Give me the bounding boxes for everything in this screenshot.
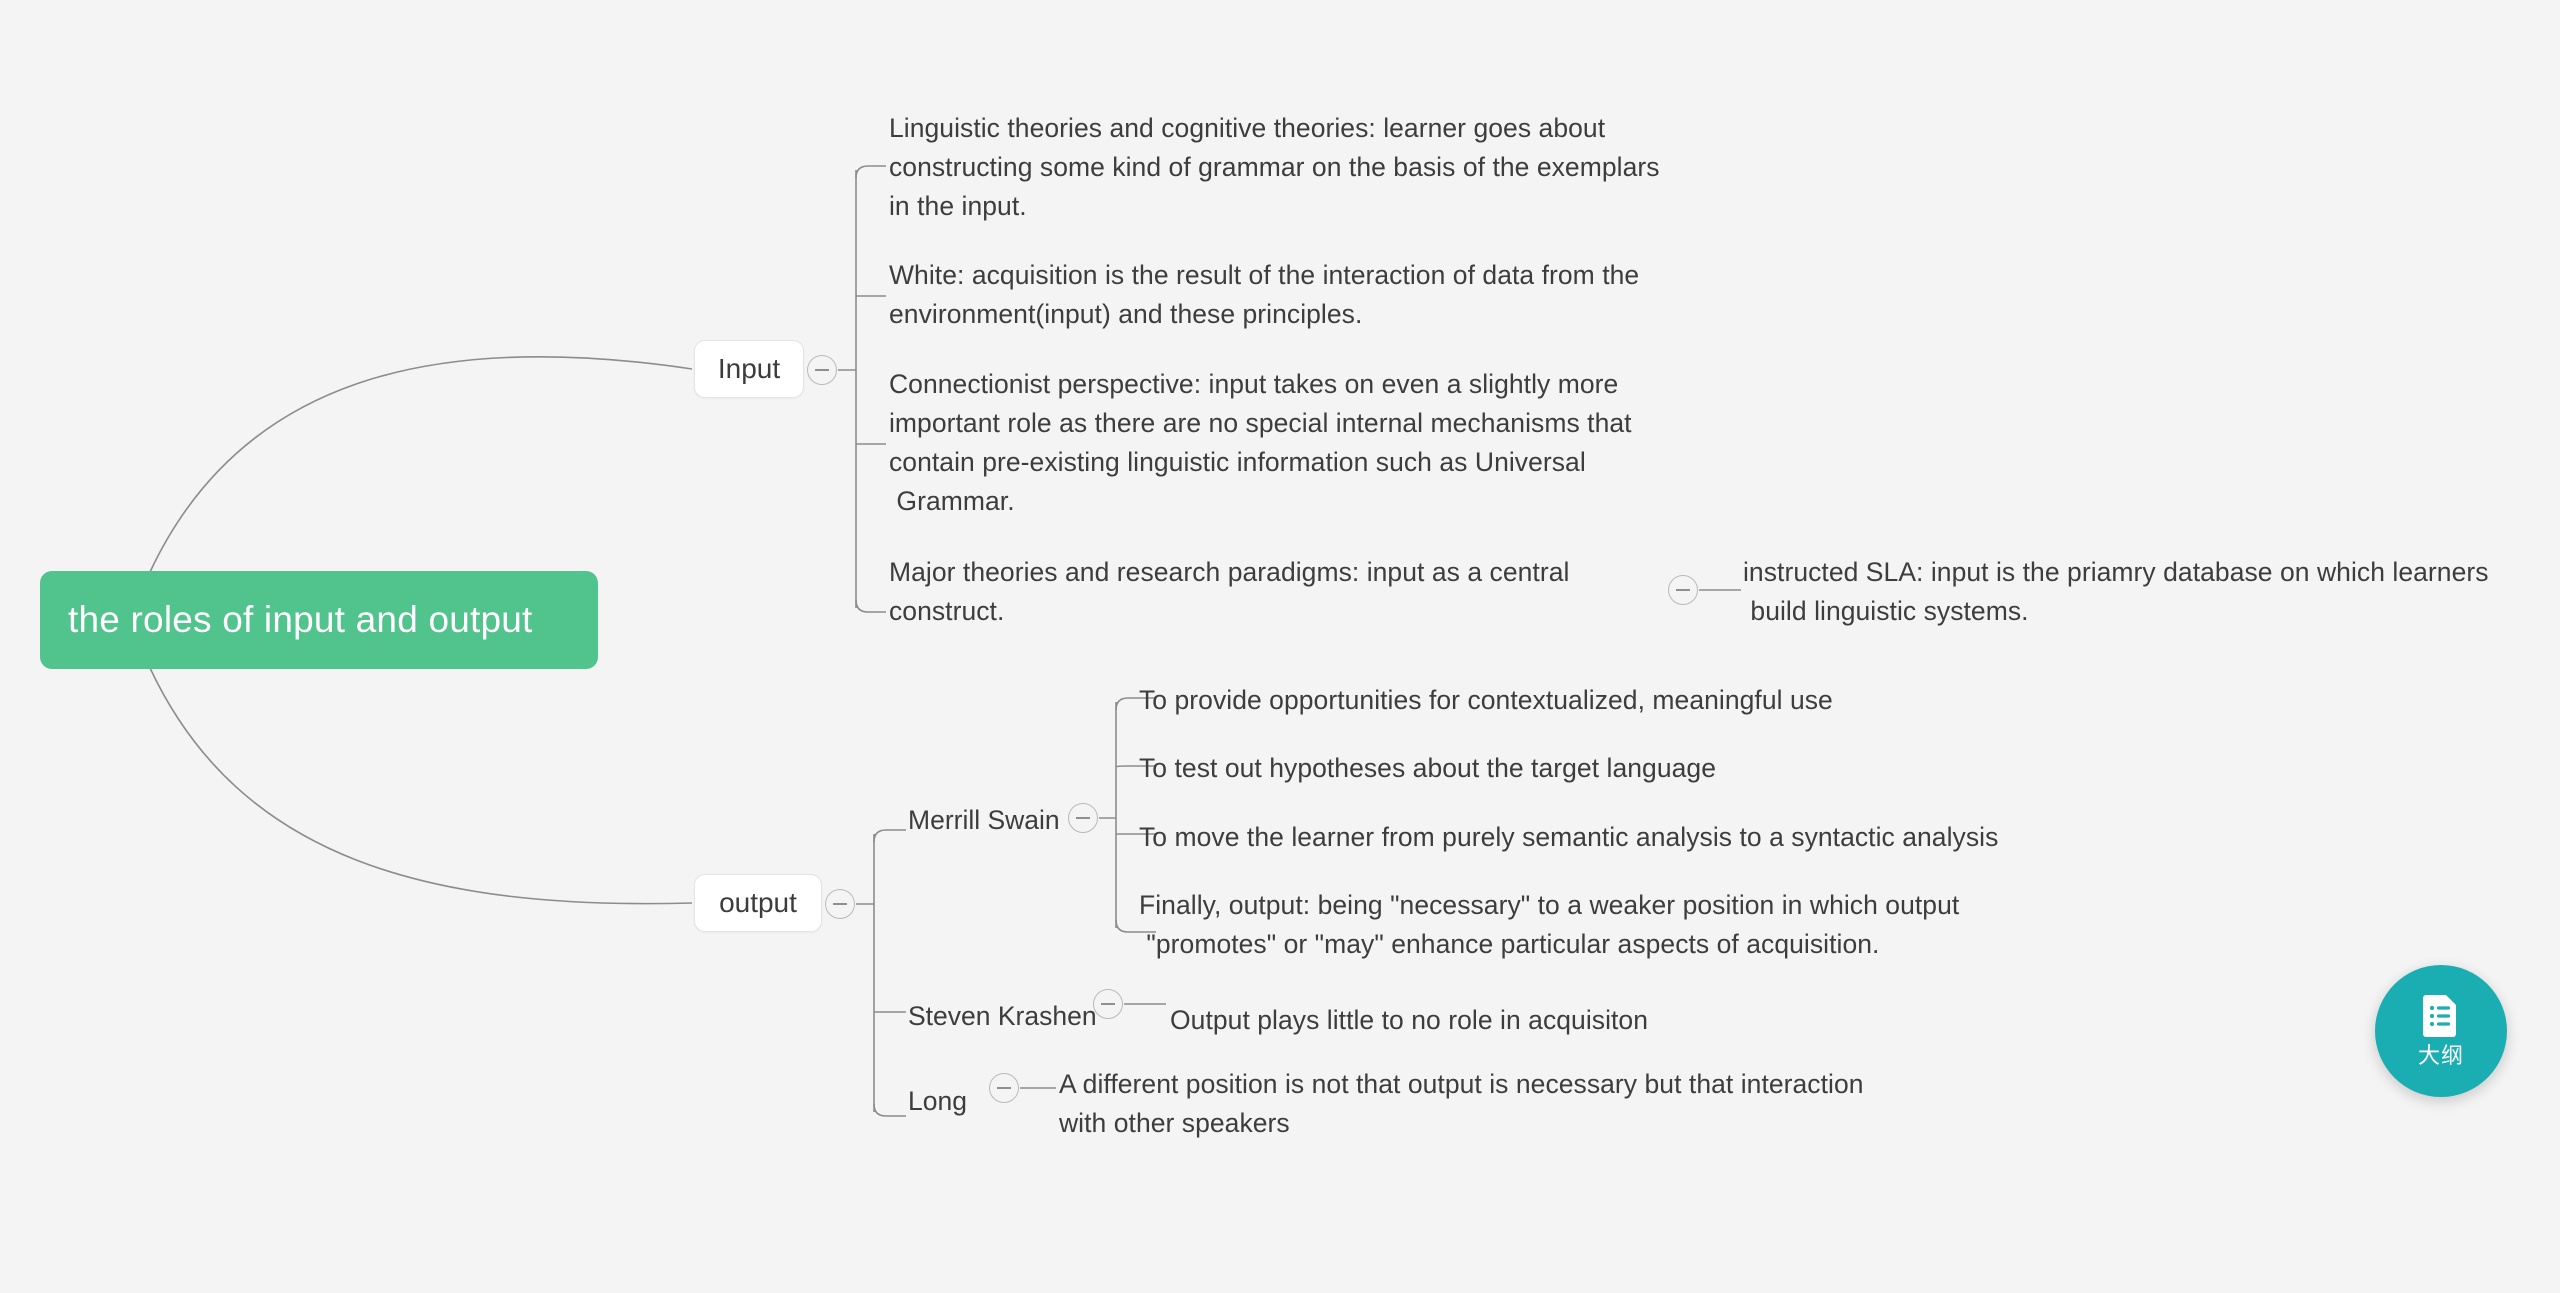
collapse-toggle-merrill-swain[interactable] <box>1068 803 1098 833</box>
node-long[interactable]: Long <box>908 1086 967 1116</box>
collapse-toggle-output[interactable] <box>825 889 855 919</box>
node-merrill-swain[interactable]: Merrill Swain <box>908 805 1060 835</box>
collapse-toggle-long[interactable] <box>989 1073 1019 1103</box>
node-connectionist-perspective[interactable]: Connectionist perspective: input takes o… <box>889 369 1632 516</box>
root-node[interactable]: the roles of input and output <box>40 571 598 669</box>
node-instructed-sla[interactable]: instructed SLA: input is the priamry dat… <box>1743 557 2489 626</box>
collapse-toggle-major-theories[interactable] <box>1668 575 1698 605</box>
outline-document-icon <box>2423 994 2456 1037</box>
node-krashen-output-little-role[interactable]: Output plays little to no role in acquis… <box>1170 1005 1648 1035</box>
link-input-c4 <box>855 599 886 613</box>
node-swain-provide-opportunities[interactable]: To provide opportunities for contextuali… <box>1139 685 1833 715</box>
node-swain-finally-output[interactable]: Finally, output: being "necessary" to a … <box>1139 890 1960 959</box>
branch-node-input[interactable]: Input <box>694 340 804 398</box>
outline-fab-label: 大纲 <box>2417 1042 2464 1068</box>
node-steven-krashen[interactable]: Steven Krashen <box>908 1001 1097 1031</box>
outline-fab-button[interactable]: 大纲 <box>2375 965 2507 1097</box>
node-linguistic-theories[interactable]: Linguistic theories and cognitive theori… <box>889 113 1660 221</box>
branch-node-output[interactable]: output <box>694 874 822 932</box>
node-swain-semantic-to-syntactic[interactable]: To move the learner from purely semantic… <box>1139 822 1999 852</box>
link-output-c1 <box>873 829 906 843</box>
node-white-acquisition[interactable]: White: acquisition is the result of the … <box>889 260 1640 329</box>
link-root-output <box>149 667 693 905</box>
collapse-toggle-input[interactable] <box>807 355 837 385</box>
collapse-toggle-steven-krashen[interactable] <box>1093 989 1123 1019</box>
link-output-c3 <box>873 1103 906 1117</box>
link-input-c1 <box>855 165 886 179</box>
node-major-theories[interactable]: Major theories and research paradigms: i… <box>889 557 1570 626</box>
node-long-different-position[interactable]: A different position is not that output … <box>1059 1069 1864 1138</box>
node-swain-test-hypotheses[interactable]: To test out hypotheses about the target … <box>1139 753 1716 783</box>
link-root-input <box>149 355 693 573</box>
